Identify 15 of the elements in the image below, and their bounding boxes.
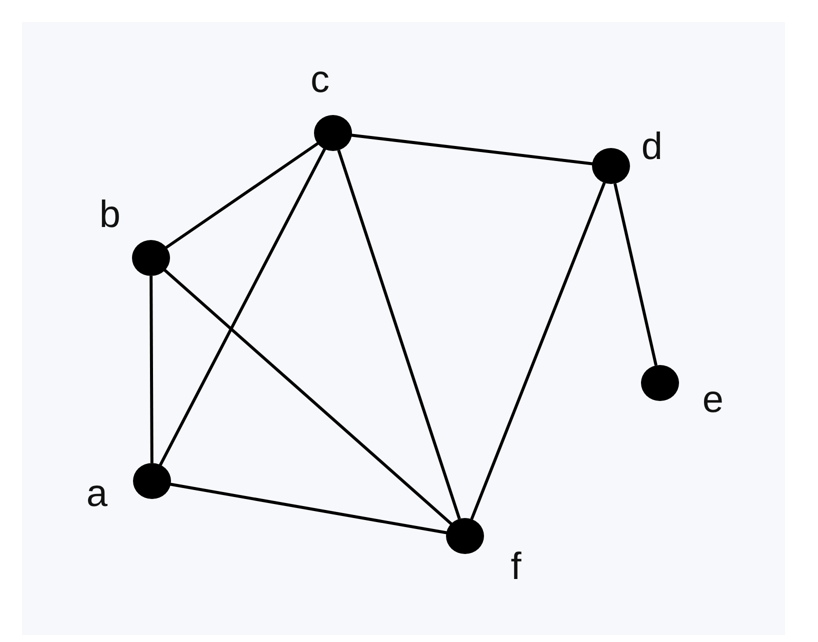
edge-line [165, 142, 319, 250]
edge-line [337, 150, 461, 520]
edge-line [169, 482, 448, 534]
vertex-label: b [99, 196, 121, 234]
edge-line [614, 183, 658, 366]
edge-line [470, 182, 606, 520]
edge-line [158, 148, 326, 466]
vertex-label: f [510, 548, 522, 586]
edge-line [163, 268, 453, 526]
vertex-label: d [641, 128, 663, 166]
vertex-label: c [310, 61, 330, 99]
vertex-label: a [86, 475, 108, 513]
edge-line [350, 134, 594, 166]
edge-line [150, 276, 154, 463]
vertex-label: e [702, 381, 724, 419]
